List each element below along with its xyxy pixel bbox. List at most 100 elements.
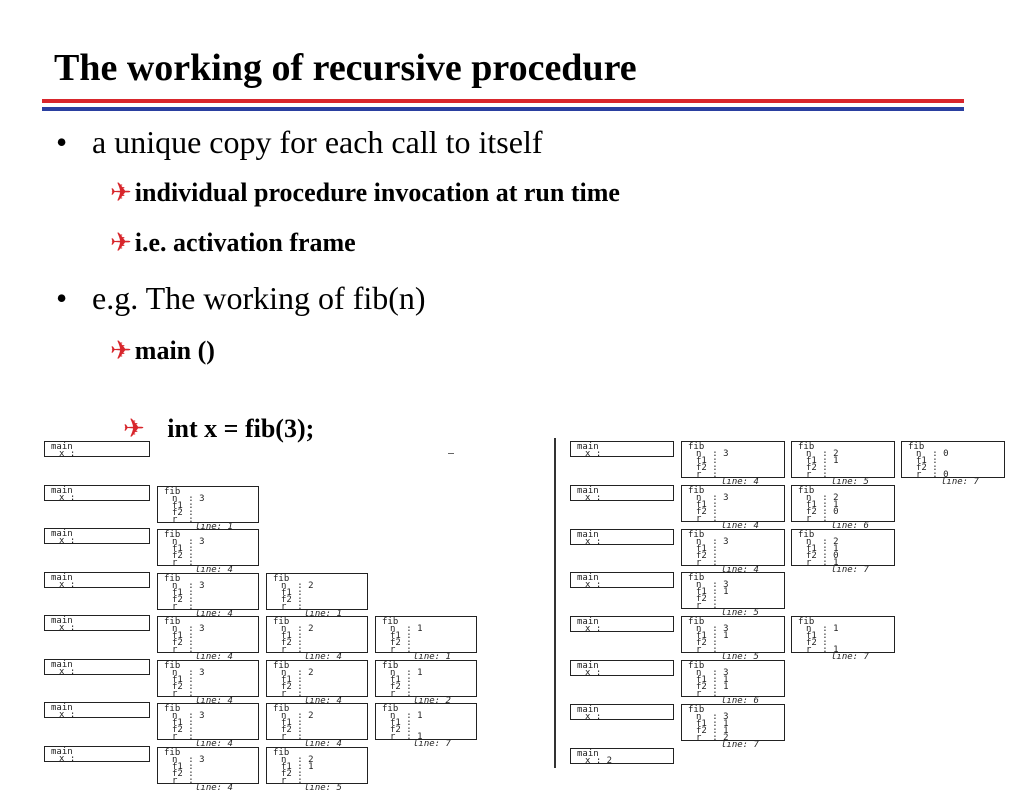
bullet-2: • e.g. The working of fib(n) (56, 280, 426, 317)
fib-frame-field: r : 0 (916, 470, 949, 480)
fib-frame-label: fib (273, 573, 290, 584)
fib-frame-field: r : (696, 470, 724, 480)
main-frame-x: x : (59, 492, 81, 503)
main-frame-x: x : (59, 753, 81, 764)
fib-frame-field: n : 3 (696, 711, 729, 722)
fib-frame-field: r : (172, 688, 200, 699)
fib-frame-line: line: 7 (941, 477, 979, 487)
fib-frame-field: n : 2 (281, 580, 314, 591)
fib-frame-label: fib (164, 747, 181, 758)
fib-frame-field: f1 : (916, 456, 944, 466)
fib-frame-field: f2 : (390, 638, 418, 648)
main-frame-label: main (577, 442, 599, 452)
fib-frame-line: line: 4 (721, 564, 759, 575)
fib-frame-line: line: 1 (413, 652, 451, 662)
fib-frame-field: r : (390, 645, 418, 655)
sub-bullet-2-1-text: main () (134, 336, 215, 365)
fib-frame-field: f2 : (172, 551, 200, 561)
fib-frame-field: f1 : (172, 587, 200, 598)
fib-frame-label: fib (688, 529, 705, 540)
main-frame-label: main (577, 573, 599, 584)
airplane-icon: ✈ (123, 414, 145, 443)
fib-frame-field: r : (172, 732, 200, 742)
sub-bullet-1-1-text: individual procedure invocation at run t… (134, 178, 620, 207)
bullet-dot-icon: • (56, 280, 68, 316)
fib-frame-field: f2 : (916, 463, 944, 473)
fib-frame-field: f2 : (696, 550, 724, 561)
fib-frame-label: fib (688, 442, 705, 452)
fib-frame-label: fib (688, 485, 705, 496)
fib-frame-label: fib (382, 660, 399, 671)
fib-frame-field: f2 : (806, 463, 834, 473)
main-frame-label: main (51, 529, 73, 539)
fib-frame-field: f2 : (172, 594, 200, 605)
fib-frame-field: f1 : (281, 587, 309, 598)
fib-frame-field: r : (281, 645, 309, 655)
fib-frame-field: f2 : (172, 681, 200, 692)
main-frame-label: main (577, 704, 599, 715)
main-frame-x: x : (59, 536, 81, 546)
main-frame-label: main (51, 703, 73, 713)
bullet-2-text: e.g. The working of fib(n) (92, 280, 426, 316)
fib-frame-field: f1 : (172, 500, 200, 511)
fib-frame-label: fib (798, 617, 815, 628)
sub-bullet-1-2-text: i.e. activation frame (134, 228, 356, 257)
fib-frame-field: r : (281, 601, 309, 612)
fib-frame-field: f1 : (172, 631, 200, 641)
title-rule-red (42, 99, 964, 103)
fib-frame-field: f2 : (696, 638, 724, 649)
fib-frame-field: r : (696, 689, 724, 699)
fib-frame-field: r : 1 (806, 557, 839, 568)
fib-frame-line: line: 5 (721, 652, 759, 663)
fib-frame-line: line: 4 (195, 608, 233, 619)
main-frame-label: main (51, 442, 73, 452)
fib-frame-field: n : 2 (806, 536, 839, 547)
fib-frame-label: fib (164, 617, 181, 627)
fib-frame-field: r : 2 (696, 732, 729, 743)
fib-frame-field: r : (172, 645, 200, 655)
fib-frame-label: fib (273, 660, 290, 671)
fib-frame-label: fib (164, 704, 181, 714)
fib-frame-field: f1 : (281, 718, 309, 728)
main-frame-x: x : (585, 711, 607, 722)
fib-frame-line: line: 7 (831, 564, 869, 575)
fib-frame-field: n : 3 (172, 667, 205, 678)
fib-frame-label: fib (798, 529, 815, 540)
fib-frame-field: f1 : (172, 674, 200, 685)
sub-bullet-1-2: ✈i.e. activation frame (110, 228, 356, 258)
fib-frame-field: f1 : (281, 631, 309, 641)
airplane-icon: ✈ (110, 178, 132, 207)
fib-frame-field: n : 3 (172, 754, 205, 765)
fib-frame-label: fib (273, 704, 290, 714)
fib-frame-field: f1 : 1 (281, 761, 314, 772)
main-frame-label: main (577, 661, 599, 671)
fib-frame-label: fib (273, 617, 290, 627)
fib-frame-line: line: 4 (721, 520, 759, 531)
fib-frame-field: f2 : (172, 507, 200, 518)
main-frame-x: x : (585, 668, 607, 678)
fib-frame-label: fib (688, 661, 705, 671)
fib-frame-line: line: 4 (304, 695, 342, 706)
fib-frame-field: n : 1 (806, 624, 839, 635)
fib-frame-field: f1 : (281, 674, 309, 685)
bullet-1-text: a unique copy for each call to itself (92, 124, 543, 160)
fib-frame-label: fib (688, 704, 705, 715)
fib-frame-field: r : (696, 513, 724, 524)
main-frame-label: main (51, 616, 73, 626)
fib-frame-field: f1 : (172, 718, 200, 728)
fib-frame-line: line: 1 (195, 521, 233, 532)
main-frame-label: main (51, 746, 73, 757)
